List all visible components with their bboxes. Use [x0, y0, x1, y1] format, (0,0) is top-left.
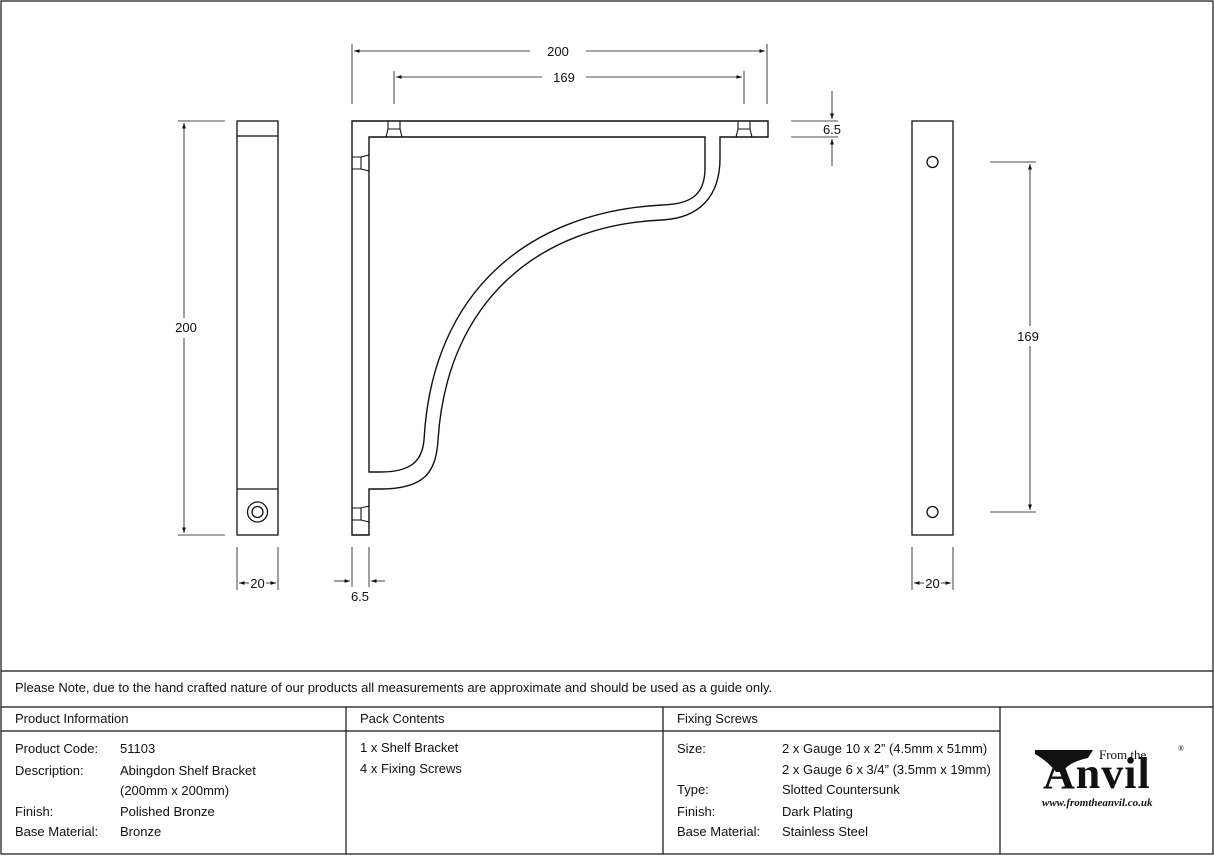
side-height-label: 200	[175, 320, 197, 335]
info-table-grid	[1, 670, 1213, 854]
finish-label: Finish:	[15, 804, 54, 819]
pack-contents-heading: Pack Contents	[360, 711, 445, 726]
screw-type-label: Type:	[677, 782, 709, 797]
back-width-dimension	[911, 547, 954, 590]
anvil-logo-graphic	[1035, 750, 1093, 772]
bracket-outer-outline	[351, 120, 769, 536]
arm-thickness-dimension	[791, 91, 838, 166]
side-width-label: 20	[250, 576, 264, 591]
back-view-outline	[911, 120, 954, 536]
fixing-screws-heading: Fixing Screws	[677, 711, 758, 726]
arm-screw-hole-right	[735, 121, 753, 138]
overall-width-label: 200	[547, 44, 569, 59]
pack-item: 1 x Shelf Bracket	[360, 740, 459, 755]
back-width-label: 20	[925, 576, 939, 591]
side-view-screw-inner	[251, 505, 264, 519]
arm-thickness-label: 6.5	[823, 122, 841, 137]
product-code-value: 51103	[120, 741, 156, 756]
bracket-inner-outline	[368, 136, 706, 473]
upright-thickness-label: 6.5	[351, 589, 369, 604]
description-line-1: Abingdon Shelf Bracket	[120, 763, 256, 778]
anvil-icon	[1035, 750, 1093, 772]
screw-finish-value: Dark Plating	[782, 804, 853, 819]
finish-value: Polished Bronze	[120, 804, 215, 819]
screw-finish-label: Finish:	[677, 804, 716, 819]
back-view	[911, 120, 954, 536]
product-info-heading: Product Information	[15, 711, 129, 726]
arm-screw-holes	[385, 121, 753, 138]
base-material-value: Bronze	[120, 824, 162, 839]
overall-width-dimension	[351, 44, 768, 104]
upright-thickness-dimension	[334, 547, 385, 587]
back-holes-dimension	[990, 161, 1036, 513]
screw-size-label: Size:	[677, 741, 706, 756]
side-view-screw-outer	[246, 501, 269, 523]
logo-brand: Anvil	[1043, 749, 1151, 798]
upright-screw-hole-top	[352, 154, 370, 172]
side-view-outline	[236, 120, 279, 536]
side-width-dimension	[236, 547, 279, 590]
logo-registered-mark: ®	[1178, 744, 1185, 753]
hole-centres-label: 169	[553, 70, 575, 85]
upright-screw-hole-bottom	[352, 505, 370, 523]
bracket-front-view	[351, 120, 769, 536]
screw-size-line-1: 2 x Gauge 10 x 2” (4.5mm x 51mm)	[782, 741, 988, 756]
arm-screw-hole-left	[385, 121, 403, 138]
side-height-dimension	[178, 120, 225, 536]
screw-material-label: Base Material:	[677, 824, 761, 839]
measurement-note: Please Note, due to the hand crafted nat…	[15, 680, 773, 695]
back-view-hole-bottom	[926, 505, 939, 519]
screw-material-value: Stainless Steel	[782, 824, 868, 839]
logo-url: www.fromtheanvil.co.uk	[1042, 797, 1153, 809]
screw-size-line-2: 2 x Gauge 6 x 3/4” (3.5mm x 19mm)	[782, 762, 991, 777]
base-material-label: Base Material:	[15, 824, 99, 839]
back-view-hole-top	[926, 155, 939, 169]
product-code-label: Product Code:	[15, 741, 99, 756]
description-line-2: (200mm x 200mm)	[120, 783, 230, 798]
pack-item: 4 x Fixing Screws	[360, 761, 462, 776]
side-view	[236, 120, 279, 536]
logo-from-the: From the	[1099, 747, 1147, 762]
description-label: Description:	[15, 763, 84, 778]
upright-screw-holes	[352, 154, 370, 523]
screw-type-value: Slotted Countersunk	[782, 782, 900, 797]
back-holes-label: 169	[1017, 329, 1039, 344]
hole-centres-dimension	[393, 71, 745, 104]
